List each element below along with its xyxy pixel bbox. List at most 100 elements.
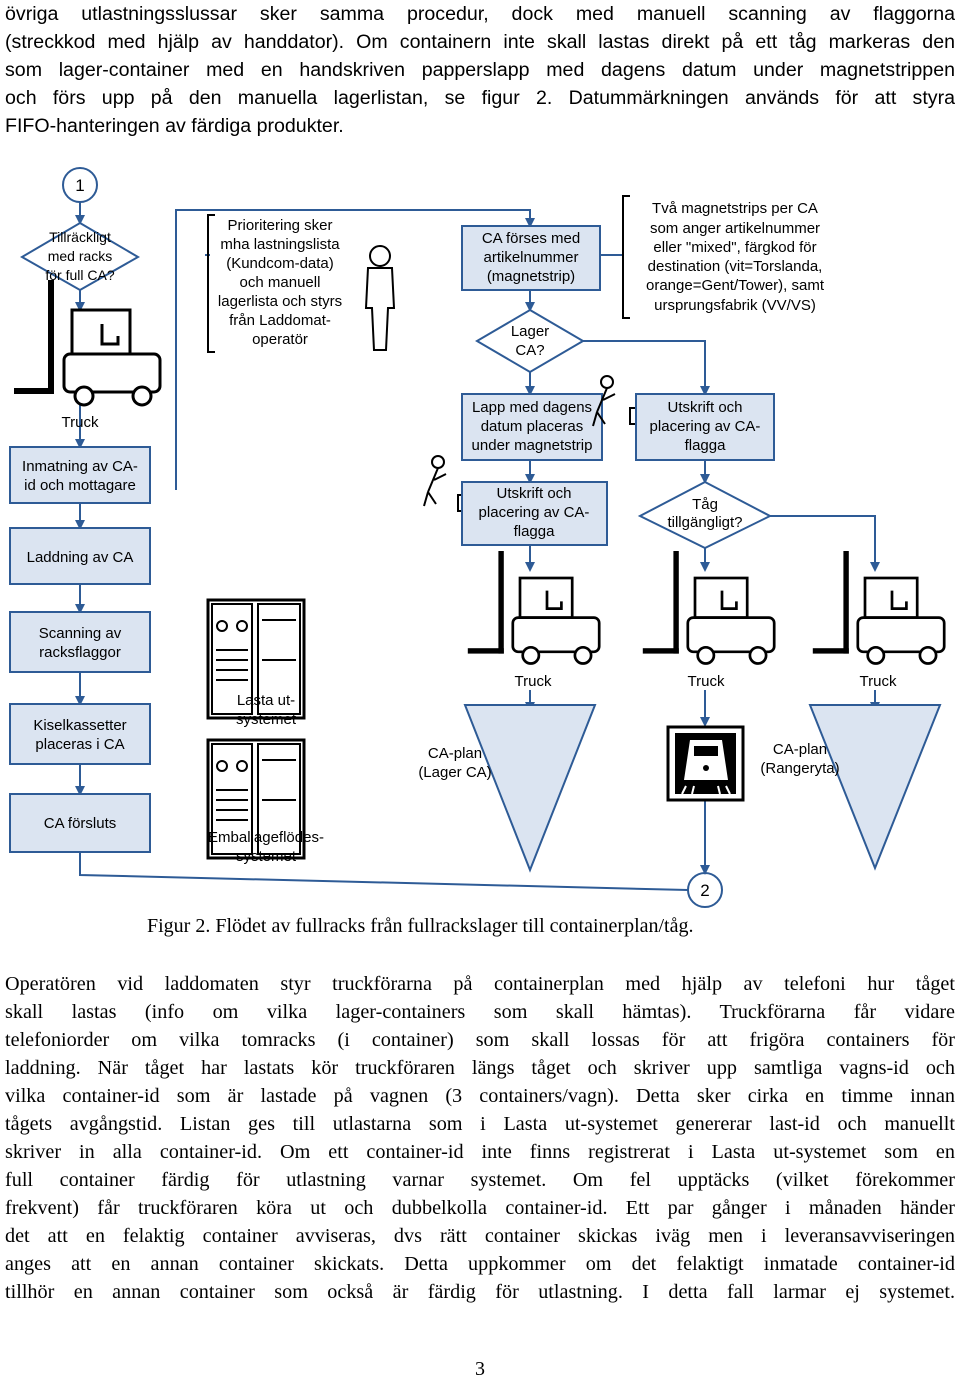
truck-label-3: Truck: [860, 673, 897, 690]
decision-tag: Tåg tillgängligt?: [637, 480, 773, 550]
svg-text:CA?: CA?: [515, 342, 544, 359]
svg-text:Laddning av CA: Laddning av CA: [27, 549, 134, 566]
svg-text:Inmatning av CA-: Inmatning av CA-: [22, 458, 138, 475]
figure-caption: Figur 2. Flödet av fullracks från fullra…: [147, 915, 694, 937]
svg-text:placeras i CA: placeras i CA: [35, 736, 124, 753]
svg-text:operatör: operatör: [252, 331, 308, 348]
page-number: 3: [475, 1358, 485, 1380]
svg-text:Lager: Lager: [511, 323, 549, 340]
svg-text:Tillräckligt: Tillräckligt: [49, 229, 111, 245]
svg-text:CA förses med: CA förses med: [482, 230, 580, 247]
svg-text:Utskrift och: Utskrift och: [667, 399, 742, 416]
decision-racks: Tillräckligt med racks för full CA?: [20, 221, 140, 292]
box-kiselkassetter: Kiselkassetter placeras i CA: [9, 703, 151, 765]
worker-icon-2: [423, 455, 447, 507]
box-lapp: Lapp med dagens datum placeras under mag…: [461, 393, 603, 461]
text-line: skall lastas (info om vilka lager-contai…: [5, 1001, 955, 1023]
svg-text:Kiselkassetter: Kiselkassetter: [33, 717, 126, 734]
svg-text:artikelnummer: artikelnummer: [483, 249, 578, 266]
svg-text:(Kundcom-data): (Kundcom-data): [226, 255, 334, 272]
svg-text:Tåg: Tåg: [692, 496, 718, 513]
svg-text:Prioritering sker: Prioritering sker: [227, 217, 332, 234]
svg-text:flagga: flagga: [514, 523, 556, 540]
label-ca-plan-lager-2: (Lager CA): [418, 764, 491, 781]
svg-text:med racks: med racks: [48, 248, 113, 264]
svg-text:för full CA?: för full CA?: [45, 267, 114, 283]
truck-label-2: Truck: [688, 673, 725, 690]
box-laddning: Laddning av CA: [9, 527, 151, 585]
svg-text:mha lastningslista: mha lastningslista: [220, 236, 340, 253]
svg-text:Lapp med dagens: Lapp med dagens: [472, 399, 592, 416]
svg-text:tillgängligt?: tillgängligt?: [667, 514, 742, 531]
label-ca-plan-lager: CA-plan: [428, 745, 482, 762]
svg-text:ursprungsfabrik (VV/VS): ursprungsfabrik (VV/VS): [654, 297, 816, 314]
text-line: tågets avgångstid. Listan ges till utlas…: [5, 1113, 955, 1135]
truck-label: Truck: [62, 414, 99, 431]
label-ca-plan-rangeryta-2: (Rangeryta): [760, 760, 839, 777]
svg-text:Två magnetstrips per CA: Två magnetstrips per CA: [652, 200, 818, 217]
note-prioritering: Prioritering sker mha lastningslista (Ku…: [207, 214, 342, 353]
label-ca-plan-rangeryta: CA-plan: [773, 741, 827, 758]
text-line: telefoniorder om vilka tomracks (i conta…: [5, 1029, 955, 1051]
flow-diagram: 1 2 Tillräckligt med racks för fu: [9, 167, 946, 908]
svg-text:datum placeras: datum placeras: [481, 418, 584, 435]
svg-text:lagerlista och styrs: lagerlista och styrs: [218, 293, 342, 310]
label-lasta: Lasta ut-: [237, 692, 295, 709]
text-line: frekvent) får truckföraren köra ut och d…: [5, 1197, 955, 1219]
svg-text:som anger artikelnummer: som anger artikelnummer: [650, 220, 820, 237]
text-line: vilka container-id som är lastade på vag…: [5, 1085, 955, 1107]
svg-text:CA försluts: CA försluts: [44, 815, 117, 832]
svg-text:från Laddomat-: från Laddomat-: [229, 312, 331, 329]
worker-icon: [592, 375, 616, 427]
box-utskrift-right: Utskrift och placering av CA- flagga: [635, 393, 775, 461]
label-lasta-2: systemet: [236, 711, 297, 728]
train-icon: [666, 725, 745, 802]
svg-text:Scanning av: Scanning av: [39, 625, 122, 642]
decision-lager: Lager CA?: [475, 308, 585, 374]
text-line: anges att en annan container skickats. D…: [5, 1253, 955, 1275]
svg-text:orange=Gent/Tower), samt: orange=Gent/Tower), samt: [646, 277, 825, 294]
forklift-icon-2: [641, 549, 776, 665]
truck-label-1: Truck: [515, 673, 552, 690]
note-magnetstrips: Två magnetstrips per CA som anger artike…: [622, 195, 825, 319]
svg-text:(magnetstrip): (magnetstrip): [487, 268, 575, 285]
body-paragraph: Operatören vid laddomaten styr truckföra…: [5, 970, 955, 1306]
box-ca-forses: CA förses med artikelnummer (magnetstrip…: [461, 225, 601, 291]
ca-plan-rangeryta-triangle: [808, 704, 942, 871]
text-line: övriga utlastningsslussar sker samma pro…: [5, 3, 955, 25]
svg-text:racksflaggor: racksflaggor: [39, 644, 121, 661]
svg-text:destination (vit=Torslanda,: destination (vit=Torslanda,: [648, 258, 823, 275]
svg-text:under magnetstrip: under magnetstrip: [472, 437, 593, 454]
forklift-icon-1: [466, 549, 601, 665]
box-forsluts: CA försluts: [9, 793, 151, 853]
intro-paragraph: övriga utlastningsslussar sker samma pro…: [5, 0, 955, 140]
operator-person-icon: [365, 245, 395, 351]
forklift-icon: [12, 278, 162, 407]
svg-text:1: 1: [75, 176, 84, 195]
svg-text:placering av CA-: placering av CA-: [479, 504, 590, 521]
connector-start: 1: [62, 167, 98, 203]
box-inmatning: Inmatning av CA- id och mottagare: [9, 446, 151, 504]
text-line: det att en felaktig container avviseras,…: [5, 1225, 955, 1247]
text-line: Operatören vid laddomaten styr truckföra…: [5, 973, 955, 995]
connector-end: 2: [687, 872, 723, 908]
svg-text:eller "mixed", färgkod för: eller "mixed", färgkod för: [653, 239, 816, 256]
text-line: FIFO-hanteringen av färdiga produkter.: [5, 115, 344, 137]
text-line: skriver in alla container-id. Om ett con…: [5, 1141, 955, 1163]
svg-text:2: 2: [700, 881, 709, 900]
svg-text:Utskrift och: Utskrift och: [496, 485, 571, 502]
svg-text:och manuell: och manuell: [240, 274, 321, 291]
text-line: (streckkod med hjälp av handdator). Om c…: [5, 31, 955, 53]
text-line: och förs upp på den manuella lagerlistan…: [5, 87, 955, 109]
box-scanning: Scanning av racksflaggor: [9, 611, 151, 673]
label-emballage-2: systemet: [236, 848, 297, 865]
svg-text:id och mottagare: id och mottagare: [24, 477, 136, 494]
label-emballage: Emballageflödes-: [208, 829, 324, 846]
text-line: som lager-container med en handskriven p…: [5, 59, 955, 81]
forklift-icon-3: [811, 549, 946, 665]
svg-text:placering av CA-: placering av CA-: [650, 418, 761, 435]
svg-text:flagga: flagga: [685, 437, 727, 454]
box-utskrift-mid: Utskrift och placering av CA- flagga: [461, 481, 608, 546]
text-line: tillhör en annan container som också är …: [5, 1281, 955, 1303]
ca-plan-lager-triangle: [463, 704, 597, 873]
